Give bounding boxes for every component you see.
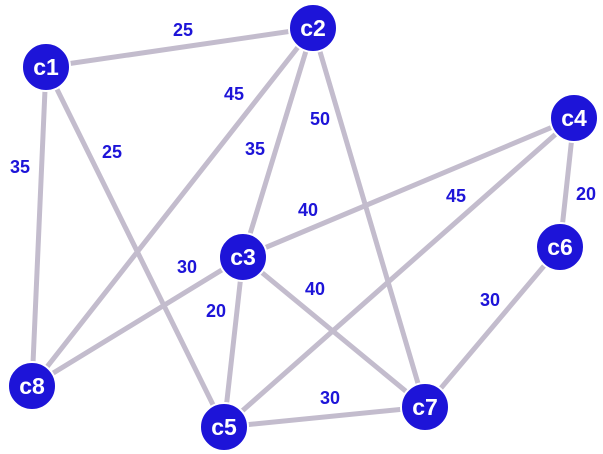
- node-circle-c1: [21, 42, 71, 92]
- edge-c1-c8: [29, 64, 49, 389]
- weights-layer: 25 35 25 45 35 50 40 45 20 30 20 40 30 30: [10, 20, 596, 408]
- node-label-c3: c3: [230, 244, 256, 270]
- node-c6: c6: [535, 222, 585, 272]
- edge-weight-c1-c2: 25: [173, 20, 193, 40]
- edge-weight-c3-c5: 20: [206, 301, 226, 321]
- edge-c3-c4: [240, 115, 577, 260]
- node-c4: c4: [549, 93, 599, 143]
- edge-weight-c3-c4: 40: [298, 200, 318, 220]
- node-c5: c5: [199, 402, 249, 452]
- edge-weight-c6-c7: 30: [480, 290, 500, 310]
- edge-c2-c8: [29, 25, 316, 389]
- edge-c1-c2: [43, 25, 316, 70]
- edge-weight-c2-c8: 45: [224, 84, 244, 104]
- edge-weight-c3-c8: 30: [177, 257, 197, 277]
- node-label-c8: c8: [19, 373, 45, 399]
- edges-layer: [29, 25, 577, 430]
- node-circle-c7: [400, 382, 450, 432]
- edge-c6-c7: [422, 244, 563, 410]
- node-label-c4: c4: [561, 105, 587, 131]
- edge-weight-c2-c7: 50: [310, 109, 330, 129]
- edge-weight-c5-c7: 30: [320, 388, 340, 408]
- node-circle-c5: [199, 402, 249, 452]
- node-label-c7: c7: [412, 394, 438, 420]
- edge-c3-c5: [221, 254, 246, 430]
- edge-weight-c1-c5: 25: [102, 142, 122, 162]
- node-label-c6: c6: [547, 234, 573, 260]
- edge-c3-c8: [29, 254, 246, 389]
- edge-c2-c7: [310, 25, 428, 410]
- edge-weight-c2-c3: 35: [245, 139, 265, 159]
- edge-c4-c5: [221, 115, 577, 430]
- node-label-c2: c2: [300, 15, 326, 41]
- nodes-layer: c1 c2 c3 c4 c5 c6 c7 c8: [7, 3, 599, 452]
- edge-weight-c4-c6: 20: [576, 184, 596, 204]
- node-c7: c7: [400, 382, 450, 432]
- node-label-c5: c5: [211, 414, 237, 440]
- node-circle-c6: [535, 222, 585, 272]
- node-c8: c8: [7, 361, 57, 411]
- node-c2: c2: [288, 3, 338, 53]
- node-circle-c4: [549, 93, 599, 143]
- edge-weight-c1-c8: 35: [10, 157, 30, 177]
- edge-c3-c7: [240, 254, 428, 410]
- edge-weight-c4-c5: 45: [446, 186, 466, 206]
- node-circle-c8: [7, 361, 57, 411]
- edge-c5-c7: [221, 404, 428, 430]
- node-c3: c3: [218, 232, 268, 282]
- edge-c1-c5: [43, 64, 227, 430]
- node-c1: c1: [21, 42, 71, 92]
- edge-weight-c3-c7: 40: [305, 279, 325, 299]
- node-circle-c2: [288, 3, 338, 53]
- node-label-c1: c1: [33, 54, 59, 80]
- edge-c2-c3: [240, 25, 316, 260]
- node-circle-c3: [218, 232, 268, 282]
